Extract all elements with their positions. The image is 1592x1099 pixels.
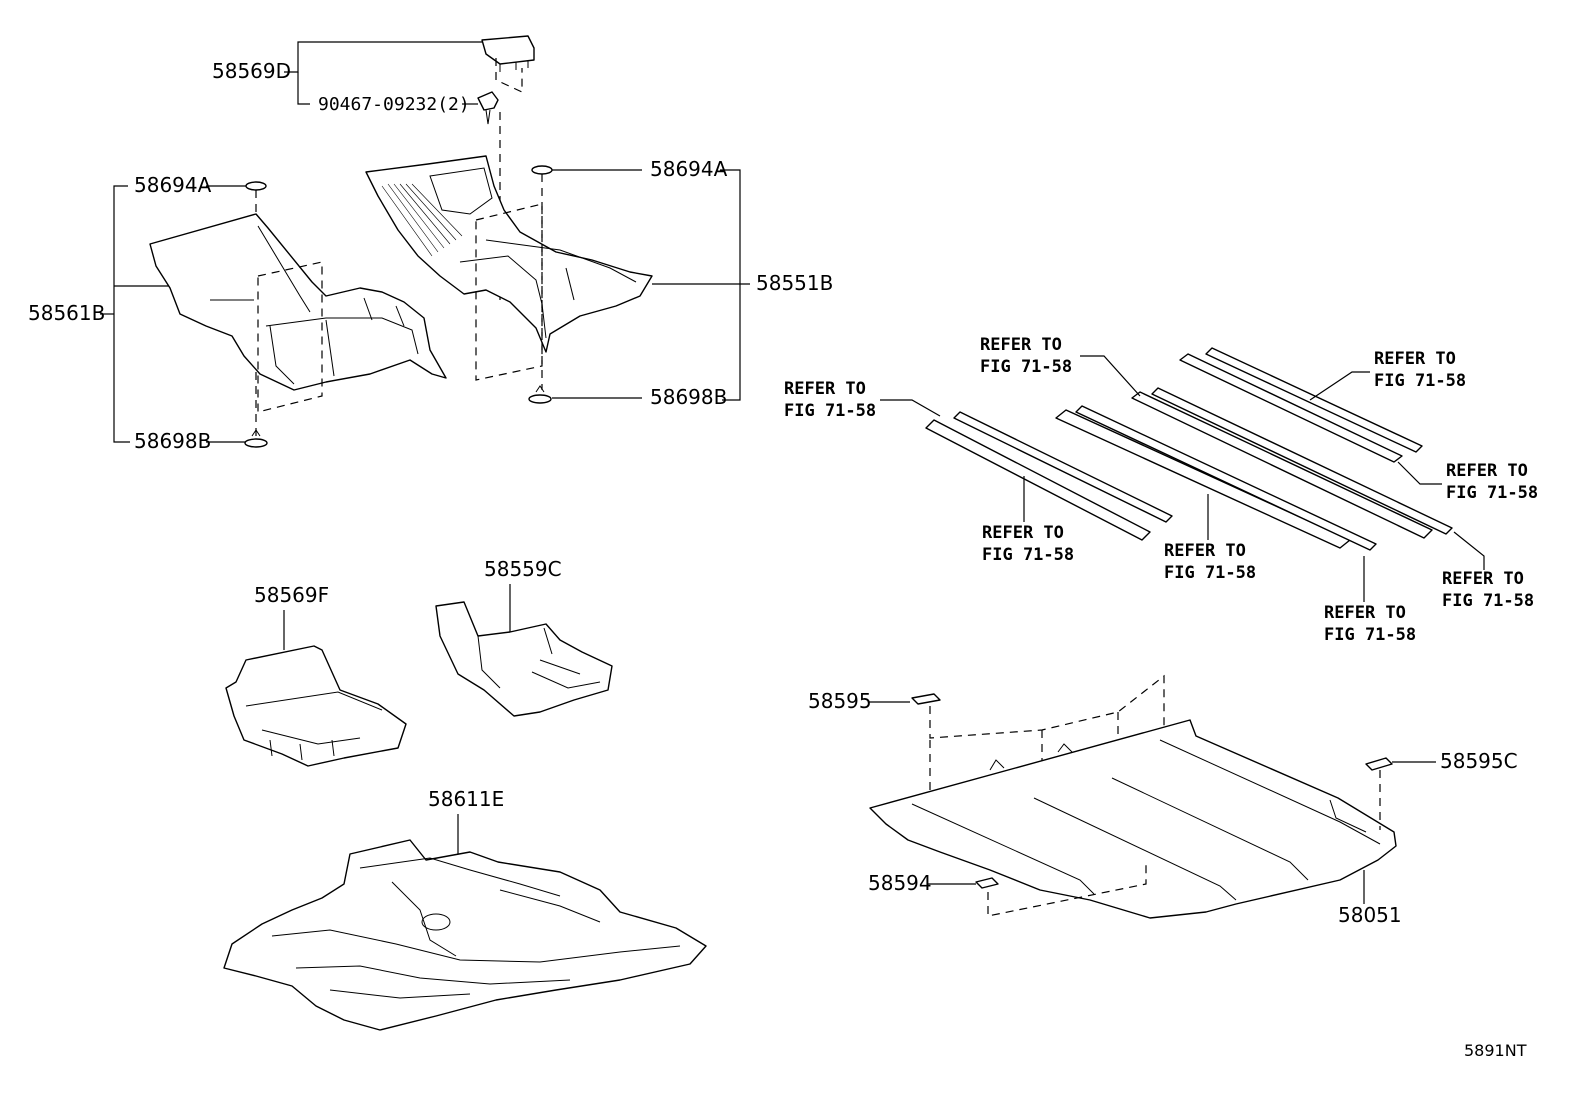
ref-7-line2: FIG 71-58	[1442, 591, 1534, 611]
ref-4-leader	[1397, 461, 1442, 485]
label-58595: 58595	[808, 689, 872, 713]
label-58694A-left: 58694A	[134, 173, 212, 197]
label-58594: 58594	[868, 871, 932, 895]
ref-7-line1: REFER TO	[1442, 569, 1524, 589]
ref-group-7: REFER TO FIG 71-58	[1442, 569, 1534, 611]
label-58551B: 58551B	[756, 271, 833, 295]
label-58694A-right: 58694A	[650, 157, 728, 181]
ref-2-line1: REFER TO	[1374, 349, 1456, 369]
ref-2-line2: FIG 71-58	[1374, 371, 1466, 391]
center-dashed-region	[475, 203, 543, 381]
strip-1[interactable]	[925, 411, 1173, 541]
dashed-58595-path	[929, 674, 1165, 739]
part-58694A-left-grommet[interactable]	[245, 181, 267, 191]
ref-6-line1: REFER TO	[1164, 541, 1246, 561]
part-58611E-carpet[interactable]	[223, 839, 707, 1031]
ref-5-line2: FIG 71-58	[982, 545, 1074, 565]
part-58594-pad[interactable]	[975, 877, 999, 889]
leader-90467-bracket	[297, 72, 310, 105]
ref-8-line1: REFER TO	[1324, 603, 1406, 623]
ref-3-line2: FIG 71-58	[784, 401, 876, 421]
bracket-58551B	[720, 169, 741, 401]
ref-1-leader	[1080, 355, 1141, 397]
ref-group-3: REFER TO FIG 71-58	[784, 379, 876, 421]
label-58569F: 58569F	[254, 583, 329, 607]
label-58698B-left: 58698B	[134, 429, 211, 453]
ref-4-line2: FIG 71-58	[1446, 483, 1538, 503]
ref-1-line1: REFER TO	[980, 335, 1062, 355]
part-58561B-carpet[interactable]	[149, 213, 447, 391]
ref-6-line2: FIG 71-58	[1164, 563, 1256, 583]
part-58569D-cap[interactable]	[481, 35, 535, 72]
part-58698B-right-clip[interactable]	[528, 385, 552, 404]
diagram-code: 5891NT	[1464, 1041, 1527, 1060]
label-58561B: 58561B	[28, 301, 105, 325]
part-58595C-pad[interactable]	[1365, 757, 1393, 771]
strip-4[interactable]	[1179, 347, 1423, 463]
ref-8-line2: FIG 71-58	[1324, 625, 1416, 645]
strip-2[interactable]	[1055, 405, 1377, 551]
leader-58569D-dash	[495, 58, 523, 93]
ref-group-1: REFER TO FIG 71-58	[980, 335, 1072, 377]
ref-7-leader	[1453, 531, 1485, 570]
ref-1-line2: FIG 71-58	[980, 357, 1072, 377]
leader-58569D	[284, 41, 482, 73]
label-58051: 58051	[1338, 903, 1402, 927]
ref-group-6: REFER TO FIG 71-58	[1164, 541, 1256, 583]
ref-group-4: REFER TO FIG 71-58	[1446, 461, 1538, 503]
ref-group-8: REFER TO FIG 71-58	[1324, 603, 1416, 645]
ref-3-line1: REFER TO	[784, 379, 866, 399]
ref-5-line1: REFER TO	[982, 523, 1064, 543]
ref-3-leader	[880, 399, 941, 417]
bracket-58561B	[113, 185, 130, 443]
part-58694A-right-grommet[interactable]	[531, 165, 553, 175]
part-58051-panel[interactable]	[869, 719, 1397, 919]
left-dashed-region	[257, 261, 323, 413]
strip-3[interactable]	[1131, 387, 1453, 539]
ref-group-5: REFER TO FIG 71-58	[982, 523, 1074, 565]
part-90467-clip[interactable]	[477, 91, 499, 125]
part-58569F[interactable]	[225, 645, 407, 767]
ref-2-leader	[1309, 371, 1370, 401]
label-58559C: 58559C	[484, 557, 562, 581]
part-58551B-carpet[interactable]	[365, 155, 653, 353]
label-58595C: 58595C	[1440, 749, 1518, 773]
part-58559C[interactable]	[435, 601, 613, 717]
ref-4-line1: REFER TO	[1446, 461, 1528, 481]
label-58611E: 58611E	[428, 787, 504, 811]
dashed-58594-region	[987, 860, 1147, 917]
ref-group-2: REFER TO FIG 71-58	[1374, 349, 1466, 391]
label-58698B-right: 58698B	[650, 385, 727, 409]
part-58595-pad[interactable]	[911, 693, 941, 705]
label-58569D: 58569D	[212, 59, 291, 83]
label-90467-09232: 90467-09232(2)	[318, 94, 470, 115]
part-58698B-left-clip[interactable]	[244, 429, 268, 448]
